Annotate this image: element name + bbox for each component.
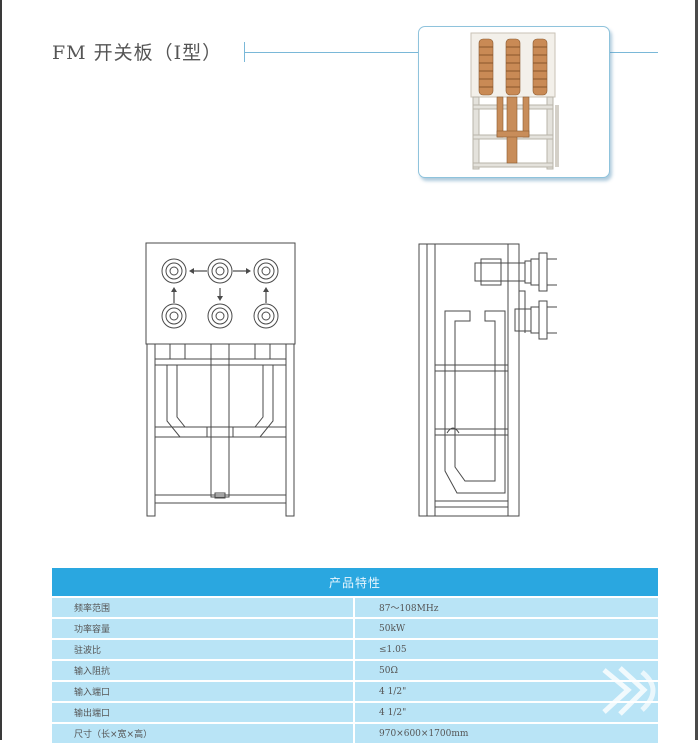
spec-value: 50kW <box>352 617 659 639</box>
spec-label: 尺寸（长×宽×高） <box>52 722 354 743</box>
spec-label: 驻波比 <box>52 638 354 660</box>
page-border-right <box>695 0 698 740</box>
spec-table-header-row: 产品特性 <box>52 568 659 597</box>
spec-value: 4 1/2" <box>352 701 659 723</box>
spec-table-title: 产品特性 <box>52 568 659 597</box>
table-row: 输入阻抗 50Ω <box>52 659 659 681</box>
spec-value: 4 1/2" <box>352 680 659 702</box>
spec-label: 频率范围 <box>52 596 354 618</box>
spec-label: 输出端口 <box>52 701 354 723</box>
table-row: 频率范围 87～108MHz <box>52 596 659 618</box>
spec-value: 87～108MHz <box>352 596 659 618</box>
side-view-drawing <box>415 241 567 523</box>
page-border-left <box>0 0 2 740</box>
spec-value: 50Ω <box>352 659 659 681</box>
page-title: FM 开关板（Ⅰ型） <box>52 42 223 64</box>
spec-value: ≤1.05 <box>352 638 659 660</box>
spec-value: 970×600×1700mm <box>352 722 659 743</box>
spec-label: 功率容量 <box>52 617 354 639</box>
table-row: 尺寸（长×宽×高） 970×600×1700mm <box>52 722 659 743</box>
spec-table: 产品特性 频率范围 87～108MHz 功率容量 50kW 驻波比 ≤1.05 … <box>52 568 659 743</box>
front-view-drawing <box>145 241 297 523</box>
table-row: 输出端口 4 1/2" <box>52 701 659 723</box>
watermark-logo <box>598 660 668 720</box>
table-row: 输入端口 4 1/2" <box>52 680 659 702</box>
product-photo <box>418 26 610 178</box>
spec-label: 输入端口 <box>52 680 354 702</box>
table-row: 驻波比 ≤1.05 <box>52 638 659 660</box>
spec-label: 输入阻抗 <box>52 659 354 681</box>
table-row: 功率容量 50kW <box>52 617 659 639</box>
